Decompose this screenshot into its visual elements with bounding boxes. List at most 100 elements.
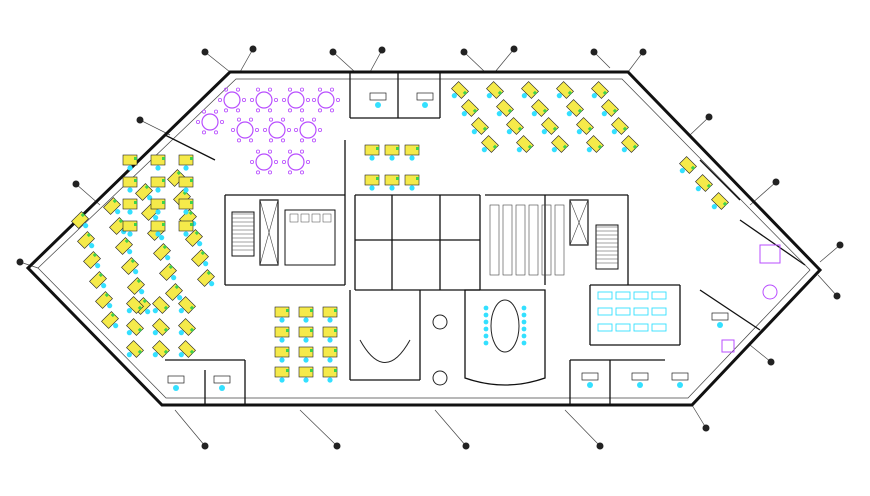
conference-chair: [521, 305, 527, 311]
round-table-chair: [299, 149, 304, 154]
workstation: [178, 296, 196, 314]
conference-room: [359, 289, 546, 386]
office-desk: [369, 92, 387, 101]
workstation-monitor: [286, 329, 289, 332]
workstation: [556, 81, 574, 99]
workstation: [122, 176, 138, 193]
training-desk: [597, 323, 613, 332]
round-table-chair: [213, 109, 218, 114]
conference-chair: [483, 305, 489, 311]
workstation-chair: [556, 93, 562, 99]
workstation-chair: [327, 337, 333, 343]
workstation: [150, 176, 166, 193]
round-table-chair: [248, 138, 253, 143]
workstation-chair: [551, 147, 557, 153]
workstation-chair: [126, 352, 132, 358]
workstation-monitor: [310, 329, 313, 332]
workstation: [531, 99, 549, 117]
workstation-desk: [591, 81, 609, 99]
office-chair: [375, 102, 381, 108]
workstation-chair: [303, 377, 309, 383]
workstation: [551, 135, 569, 153]
workstation: [152, 318, 170, 336]
workstation-desk: [576, 117, 594, 135]
workstation-chair: [178, 352, 184, 358]
workstation-monitor: [416, 147, 419, 150]
workstation-chair: [203, 261, 209, 267]
workstation-monitor: [286, 349, 289, 352]
round-table-chair: [223, 108, 228, 113]
round-table-chair: [241, 98, 246, 103]
restroom-fixture: [300, 213, 310, 223]
conference-chair: [521, 326, 527, 332]
workstation-desk: [711, 192, 729, 210]
office-desk: [631, 372, 649, 381]
marker-leader: [494, 48, 515, 73]
storage-row: [528, 204, 539, 276]
workstation: [364, 144, 380, 161]
marker-leader: [332, 51, 356, 73]
round-table: [287, 91, 305, 109]
workstation-monitor: [334, 329, 337, 332]
grid-marker: [590, 48, 598, 56]
workstation: [621, 135, 639, 153]
workstation-chair: [566, 111, 572, 117]
workstation: [322, 326, 338, 343]
workstation-chair: [586, 147, 592, 153]
workstation-monitor: [376, 177, 379, 180]
round-table-chair: [255, 170, 260, 175]
workstation-chair: [101, 283, 107, 289]
workstation-monitor: [134, 157, 137, 160]
workstation: [591, 81, 609, 99]
training-desk: [651, 323, 667, 332]
workstation-desk: [556, 81, 574, 99]
lounge-table: [762, 284, 778, 300]
workstation: [126, 296, 144, 314]
elevator-x: [259, 199, 279, 266]
workstation-chair: [152, 352, 158, 358]
round-table-chair: [281, 98, 286, 103]
workstation-chair: [177, 295, 183, 301]
workstation: [586, 135, 604, 153]
workstation-chair: [601, 111, 607, 117]
workstation-chair: [89, 243, 95, 249]
workstation-monitor: [416, 177, 419, 180]
round-table-chair: [311, 117, 316, 122]
round-table: [223, 91, 241, 109]
workstation: [197, 269, 215, 287]
workstation-monitor: [190, 201, 193, 204]
workstation-chair: [165, 255, 171, 261]
workstation-chair: [541, 129, 547, 135]
workstation-chair: [152, 330, 158, 336]
marker-leader: [139, 119, 171, 136]
workstation-chair: [389, 155, 395, 161]
workstation-chair: [279, 377, 285, 383]
workstation-monitor: [286, 369, 289, 372]
workstation: [83, 251, 101, 269]
round-table-chair: [254, 127, 259, 132]
workstation-chair: [327, 377, 333, 383]
workstation-chair: [95, 263, 101, 269]
workstation-chair: [209, 281, 215, 287]
workstation-chair: [521, 93, 527, 99]
workstation: [71, 211, 89, 229]
workstation: [122, 220, 138, 237]
elevator-x: [569, 199, 589, 246]
round-table-chair: [299, 108, 304, 113]
marker-leader: [299, 409, 338, 447]
workstation-monitor: [334, 369, 337, 372]
round-table-chair: [201, 109, 206, 114]
workstation-desk: [496, 99, 514, 117]
marker-leader: [204, 51, 231, 73]
training-desk: [597, 307, 613, 316]
round-table-chair: [230, 127, 235, 132]
grid-marker: [639, 48, 647, 56]
workstation: [384, 174, 400, 191]
workstation: [461, 99, 479, 117]
workstation-chair: [127, 187, 133, 193]
round-table-chair: [281, 159, 286, 164]
grid-marker: [510, 45, 518, 53]
round-table: [287, 153, 305, 171]
workstation: [153, 243, 171, 261]
round-table: [268, 121, 286, 139]
